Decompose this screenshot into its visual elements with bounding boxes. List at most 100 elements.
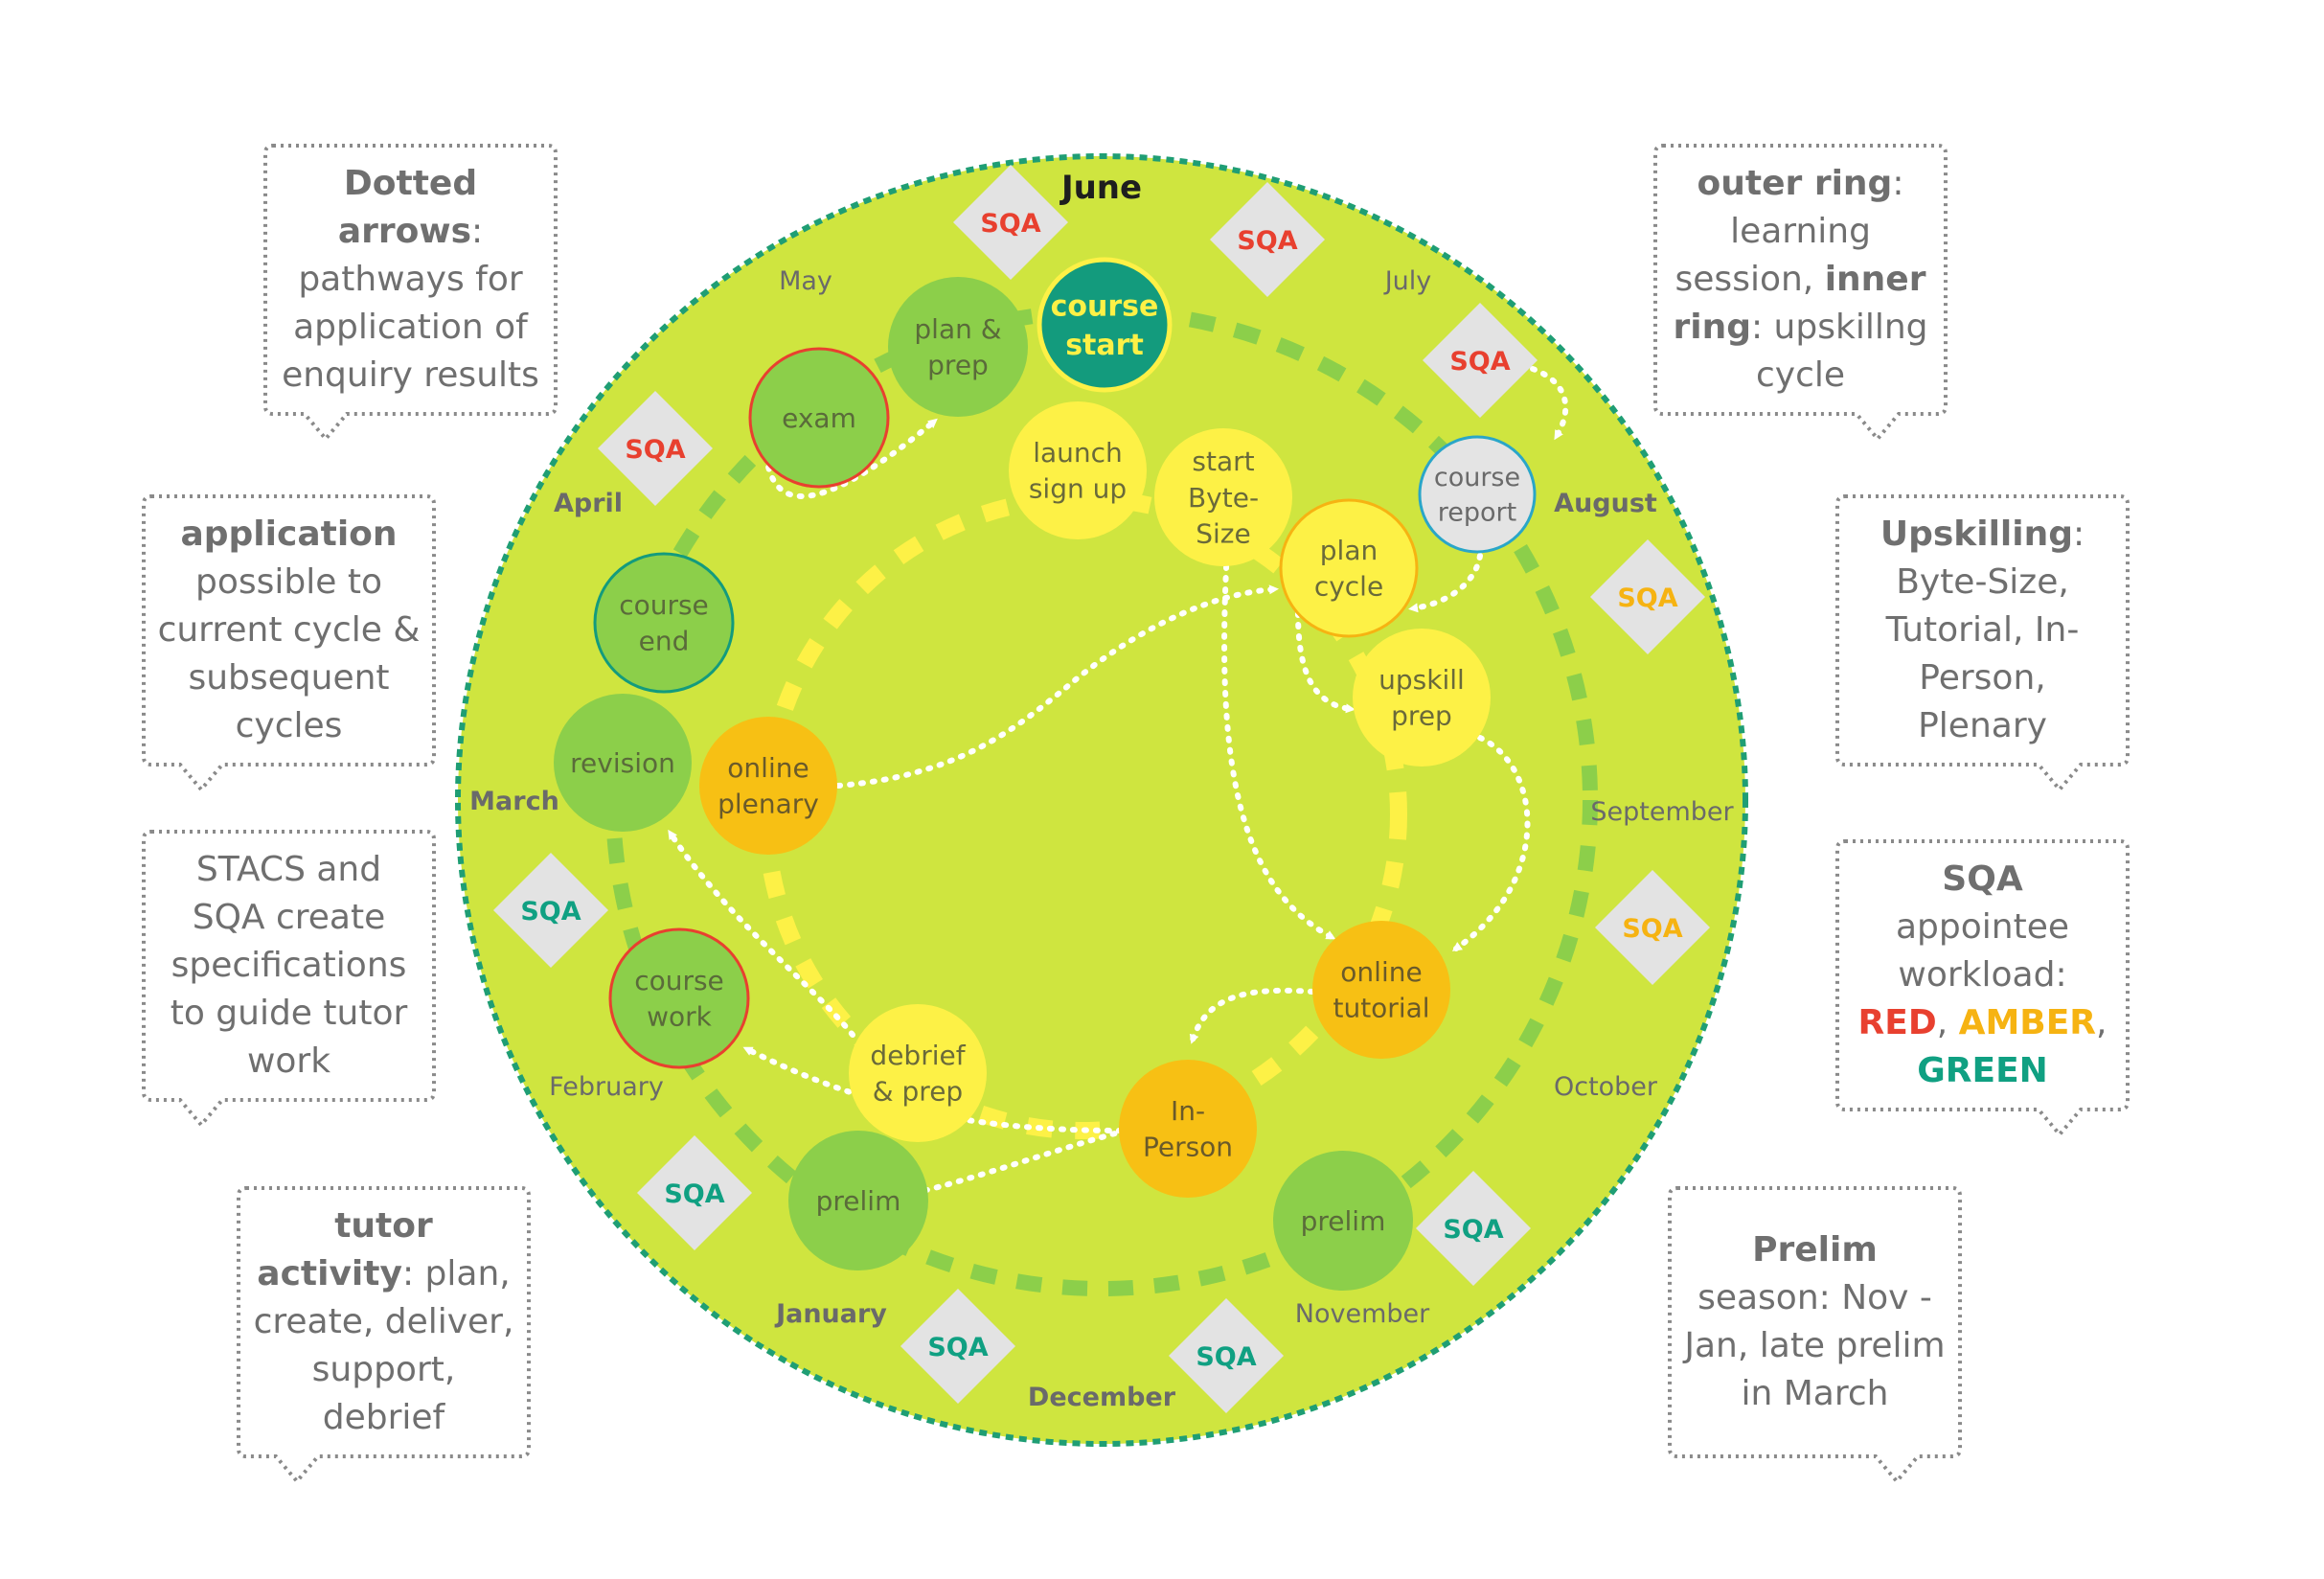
sqa-diamond-label: SQA xyxy=(980,209,1040,239)
node-label: Person xyxy=(1143,1132,1233,1163)
callout-tutor-activity-bold: tutor activity xyxy=(257,1206,433,1293)
node-circle xyxy=(1037,257,1173,393)
sqa-diamond-shape xyxy=(900,1289,1015,1404)
callout-sqa-sep1: , xyxy=(1936,1003,1959,1042)
callout-box xyxy=(142,494,436,793)
node-launch-sign-up: launch sign up xyxy=(1009,401,1147,539)
node-label: sign up xyxy=(1029,473,1127,505)
node-circle xyxy=(554,694,692,832)
month-label-september: September xyxy=(1590,797,1734,827)
node-label: revision xyxy=(570,747,675,779)
node-label: course xyxy=(1051,289,1159,323)
dotted-arrow-debrief-to-revision xyxy=(668,829,855,1038)
node-plan-prep: plan & prep xyxy=(888,277,1028,417)
node-label: debrief xyxy=(870,1040,966,1071)
callout-application-text: possible to current cycle & subsequent c… xyxy=(157,562,421,745)
dotted-arrow-plenary-to-plan-cycle xyxy=(835,584,1279,789)
callout-sqa-workload-text: appointee workload: xyxy=(1895,907,2070,995)
month-label-november: November xyxy=(1295,1299,1430,1329)
node-label: launch xyxy=(1033,437,1123,469)
callout-outer-ring-mid: : learning session, xyxy=(1675,164,1904,299)
callout-box xyxy=(1835,494,2130,793)
sqa-diamond-label: SQA xyxy=(1617,584,1677,613)
sqa-diamond: SQA xyxy=(1210,182,1325,297)
sqa-diamond: SQA xyxy=(900,1289,1015,1404)
node-in-person: In- Person xyxy=(1119,1060,1257,1198)
node-label: cycle xyxy=(1314,571,1383,603)
node-plan-cycle: plan cycle xyxy=(1279,498,1419,638)
callout-dotted-arrows-text: : pathways for application of enquiry re… xyxy=(282,212,539,395)
node-circle xyxy=(888,277,1028,417)
node-circle xyxy=(593,552,735,694)
sqa-diamond-shape xyxy=(1595,870,1710,985)
sqa-diamond-shape xyxy=(493,853,608,968)
node-label: prelim xyxy=(816,1185,901,1217)
callout-sqa-red: RED xyxy=(1857,1003,1937,1042)
sqa-diamond-shape xyxy=(1590,539,1705,654)
sqa-diamond: SQA xyxy=(953,165,1068,280)
node-circle xyxy=(1154,428,1292,566)
node-label: exam xyxy=(782,402,856,434)
callout-outer-ring-text: : upskillng cycle xyxy=(1750,308,1928,395)
callout-sqa-workload-bold: SQA xyxy=(1942,859,2023,899)
callout-application-bold: application xyxy=(180,515,398,554)
callout-stacs-text: STACS and SQA create specifications to g… xyxy=(170,850,408,1081)
sqa-diamond-label: SQA xyxy=(520,897,581,927)
node-prelim-nov: prelim xyxy=(1273,1151,1413,1291)
node-label: & prep xyxy=(873,1076,963,1108)
node-circle xyxy=(608,927,750,1069)
dotted-arrow-plan-cycle-to-upskill xyxy=(1295,610,1356,714)
callout-sqa-green: GREEN xyxy=(1917,1051,2048,1090)
sqa-diamond-label: SQA xyxy=(1622,914,1682,944)
dotted-arrow-tutorial-to-inperson xyxy=(1189,987,1315,1044)
callout-outer-ring-bold1: outer ring xyxy=(1697,164,1893,203)
node-label: plan xyxy=(1320,535,1378,566)
callout-box xyxy=(263,144,558,443)
node-circle xyxy=(1418,435,1537,554)
node-label: prep xyxy=(927,350,989,381)
node-circle xyxy=(1009,401,1147,539)
node-label: prelim xyxy=(1301,1205,1386,1237)
callout-upskilling: Upskilling: Byte-Size, Tutorial, In-Pers… xyxy=(1837,496,2128,765)
month-label-january: January xyxy=(774,1299,887,1329)
month-label-june: June xyxy=(1059,169,1142,207)
month-label-december: December xyxy=(1028,1383,1176,1412)
node-circle xyxy=(1273,1151,1413,1291)
sqa-diamond-shape xyxy=(1423,303,1538,418)
node-exam: exam xyxy=(748,347,890,489)
callout-dotted-arrows: Dotted arrows: pathways for application … xyxy=(265,146,556,414)
node-label: Size xyxy=(1196,518,1250,550)
node-label: prep xyxy=(1391,700,1452,732)
node-circle xyxy=(1119,1060,1257,1198)
node-label: tutorial xyxy=(1333,993,1429,1024)
sqa-diamond-label: SQA xyxy=(1237,226,1297,256)
sqa-diamond: SQA xyxy=(1423,303,1538,418)
callout-dotted-arrows-bold: Dotted arrows xyxy=(337,164,478,251)
callout-outer-ring: outer ring: learning session, inner ring… xyxy=(1655,146,1946,414)
callout-sqa-sep2: , xyxy=(2096,1003,2108,1042)
node-circle xyxy=(849,1004,987,1142)
sqa-diamond-label: SQA xyxy=(1443,1215,1503,1245)
month-label-august: August xyxy=(1554,489,1657,518)
node-label: course xyxy=(1434,463,1520,492)
callout-upskilling-text: : Byte-Size, Tutorial, In-Person, Plenar… xyxy=(1885,515,2085,745)
node-label: upskill xyxy=(1378,664,1465,696)
sqa-diamond: SQA xyxy=(598,391,713,506)
node-label: plan & xyxy=(914,313,1001,345)
node-label: In- xyxy=(1171,1095,1205,1127)
callout-box xyxy=(1835,839,2130,1138)
month-label-march: March xyxy=(469,787,559,816)
node-label: end xyxy=(639,626,690,657)
callout-tutor-activity: tutor activity: plan, create, deliver, s… xyxy=(239,1188,529,1456)
node-revision: revision xyxy=(554,694,692,832)
dotted-arrow-upskill-to-tutorial xyxy=(1451,735,1531,951)
callout-box xyxy=(237,1186,531,1485)
